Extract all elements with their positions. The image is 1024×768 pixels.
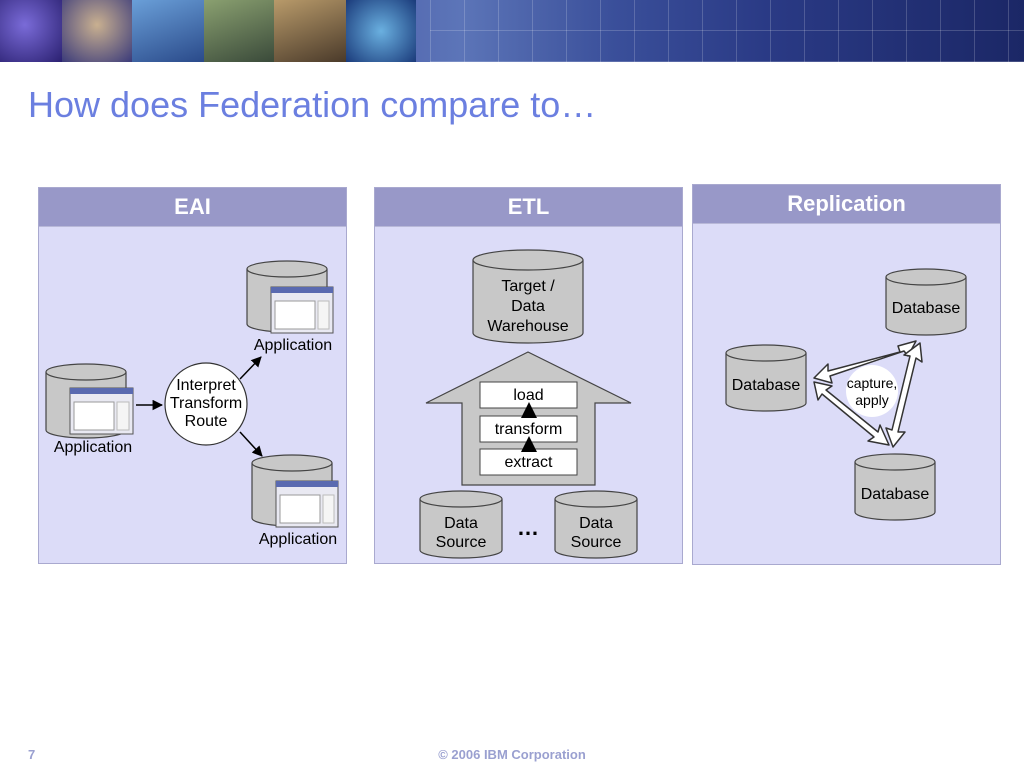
etl-step-load-label: load [513,387,544,404]
etl-step-extract-label: extract [504,454,553,471]
etl-target-line-3: Warehouse [487,318,569,335]
etl-source-right-line-1: Data [579,515,613,532]
page-number: 7 [28,747,36,762]
replication-db-top-label: Database [891,300,961,317]
replication-hub-label: capture, apply [837,375,907,409]
eai-source-label: Application [53,439,133,456]
etl-target-line-2: Data [511,298,545,315]
eai-hub-label: Interpret Transform Route [162,377,250,431]
eai-header: EAI [39,188,346,227]
banner-grid [430,0,1024,62]
banner-photo-6 [346,0,416,62]
banner-photo-4 [204,0,274,62]
banner-photo-2 [62,0,132,62]
replication-header: Replication [693,185,1000,224]
eai-bottom-target-label: Application [258,531,338,548]
etl-target-label: Target / Data Warehouse [473,277,583,337]
etl-source-left-line-1: Data [444,515,478,532]
etl-header: ETL [375,188,682,227]
etl-source-right-line-2: Source [570,534,622,551]
slide-title: How does Federation compare to… [28,84,597,125]
eai-hub-line-2: Transform [169,395,243,412]
etl-target-line-1: Target / [501,278,555,295]
banner-photo-1 [0,0,62,62]
replication-hub-line-2: apply [855,392,889,408]
banner-photo-3 [132,0,204,62]
etl-panel: ETL [374,187,683,564]
etl-ellipsis: … [517,515,539,540]
banner-photo-5 [274,0,346,62]
etl-source-left-label: Data Source [420,514,502,552]
etl-step-transform-label: transform [494,421,563,438]
eai-hub-line-1: Interpret [176,377,236,394]
copyright-text: © 2006 IBM Corporation [438,747,586,762]
replication-hub-line-1: capture, [846,375,898,391]
etl-source-left-line-2: Source [435,534,487,551]
eai-hub-line-3: Route [184,413,228,430]
replication-db-bottom-label: Database [860,486,930,503]
eai-panel: EAI [38,187,347,564]
replication-db-left-label: Database [731,377,801,394]
eai-top-target-label: Application [253,337,333,354]
etl-source-right-label: Data Source [555,514,637,552]
header-banner [0,0,1024,62]
